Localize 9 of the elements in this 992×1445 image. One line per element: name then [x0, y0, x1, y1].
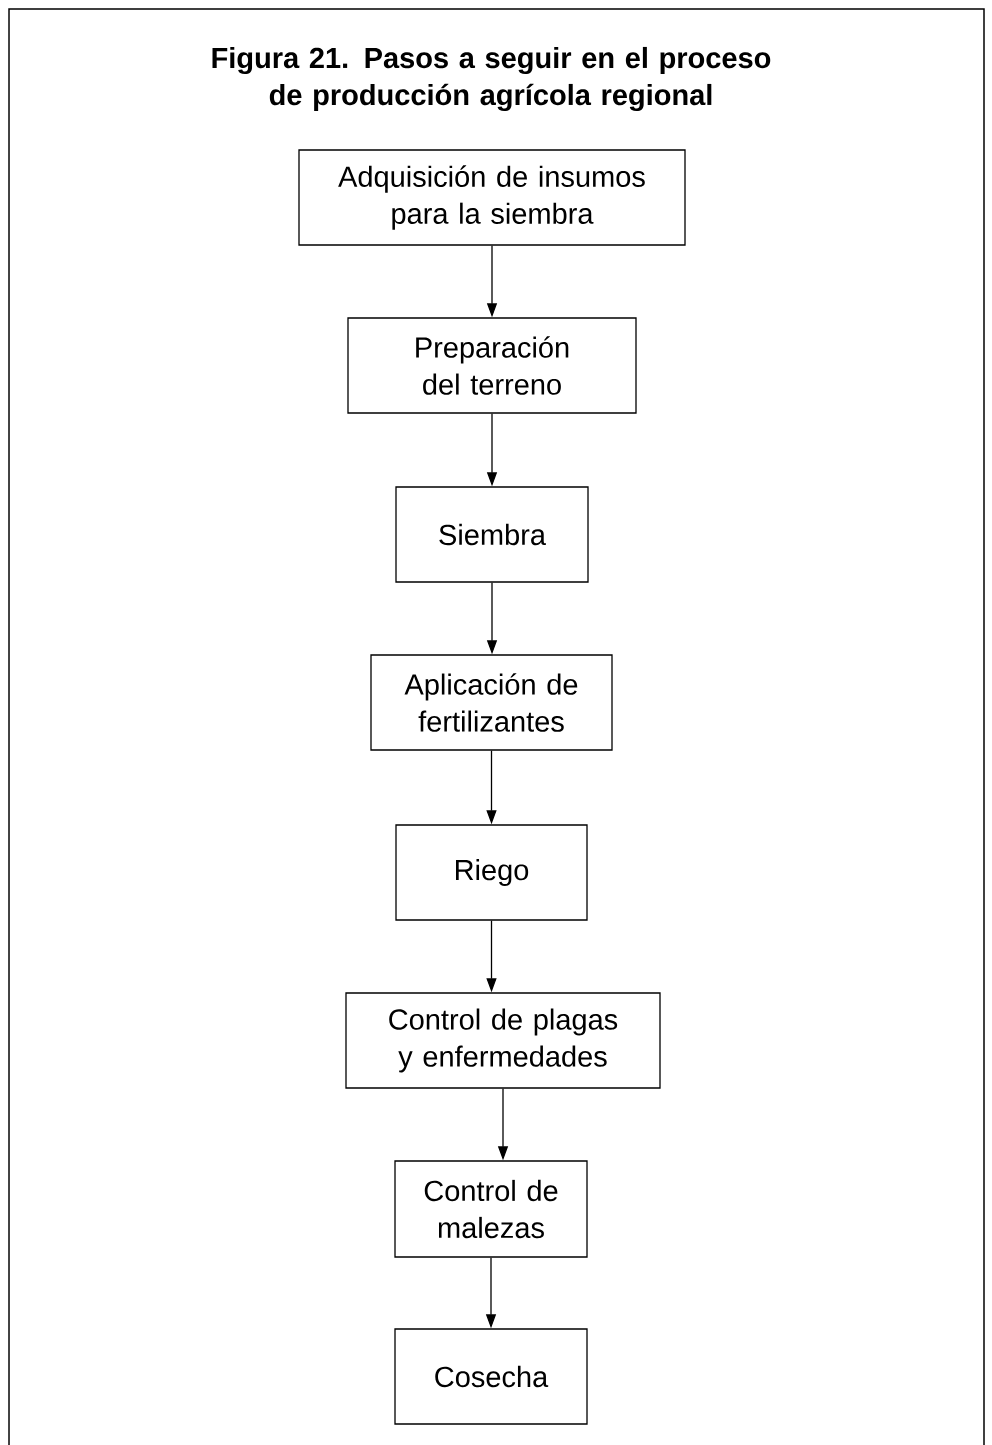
figure-title: Figura 21. Pasos a seguir en el proceso de producción agrícola regional — [212, 46, 771, 112]
process-box: Adquisición de insumos para la siembra — [298, 149, 686, 246]
process-box: Preparación del terreno — [347, 317, 637, 414]
process-box: Siembra — [395, 486, 589, 583]
process-box: Aplicación de fertilizantes — [370, 654, 613, 751]
process-box: Control de malezas — [394, 1160, 588, 1258]
process-box: Cosecha — [394, 1328, 588, 1425]
process-box: Riego — [395, 824, 588, 921]
process-box: Control de plagas y enfermedades — [345, 992, 661, 1089]
